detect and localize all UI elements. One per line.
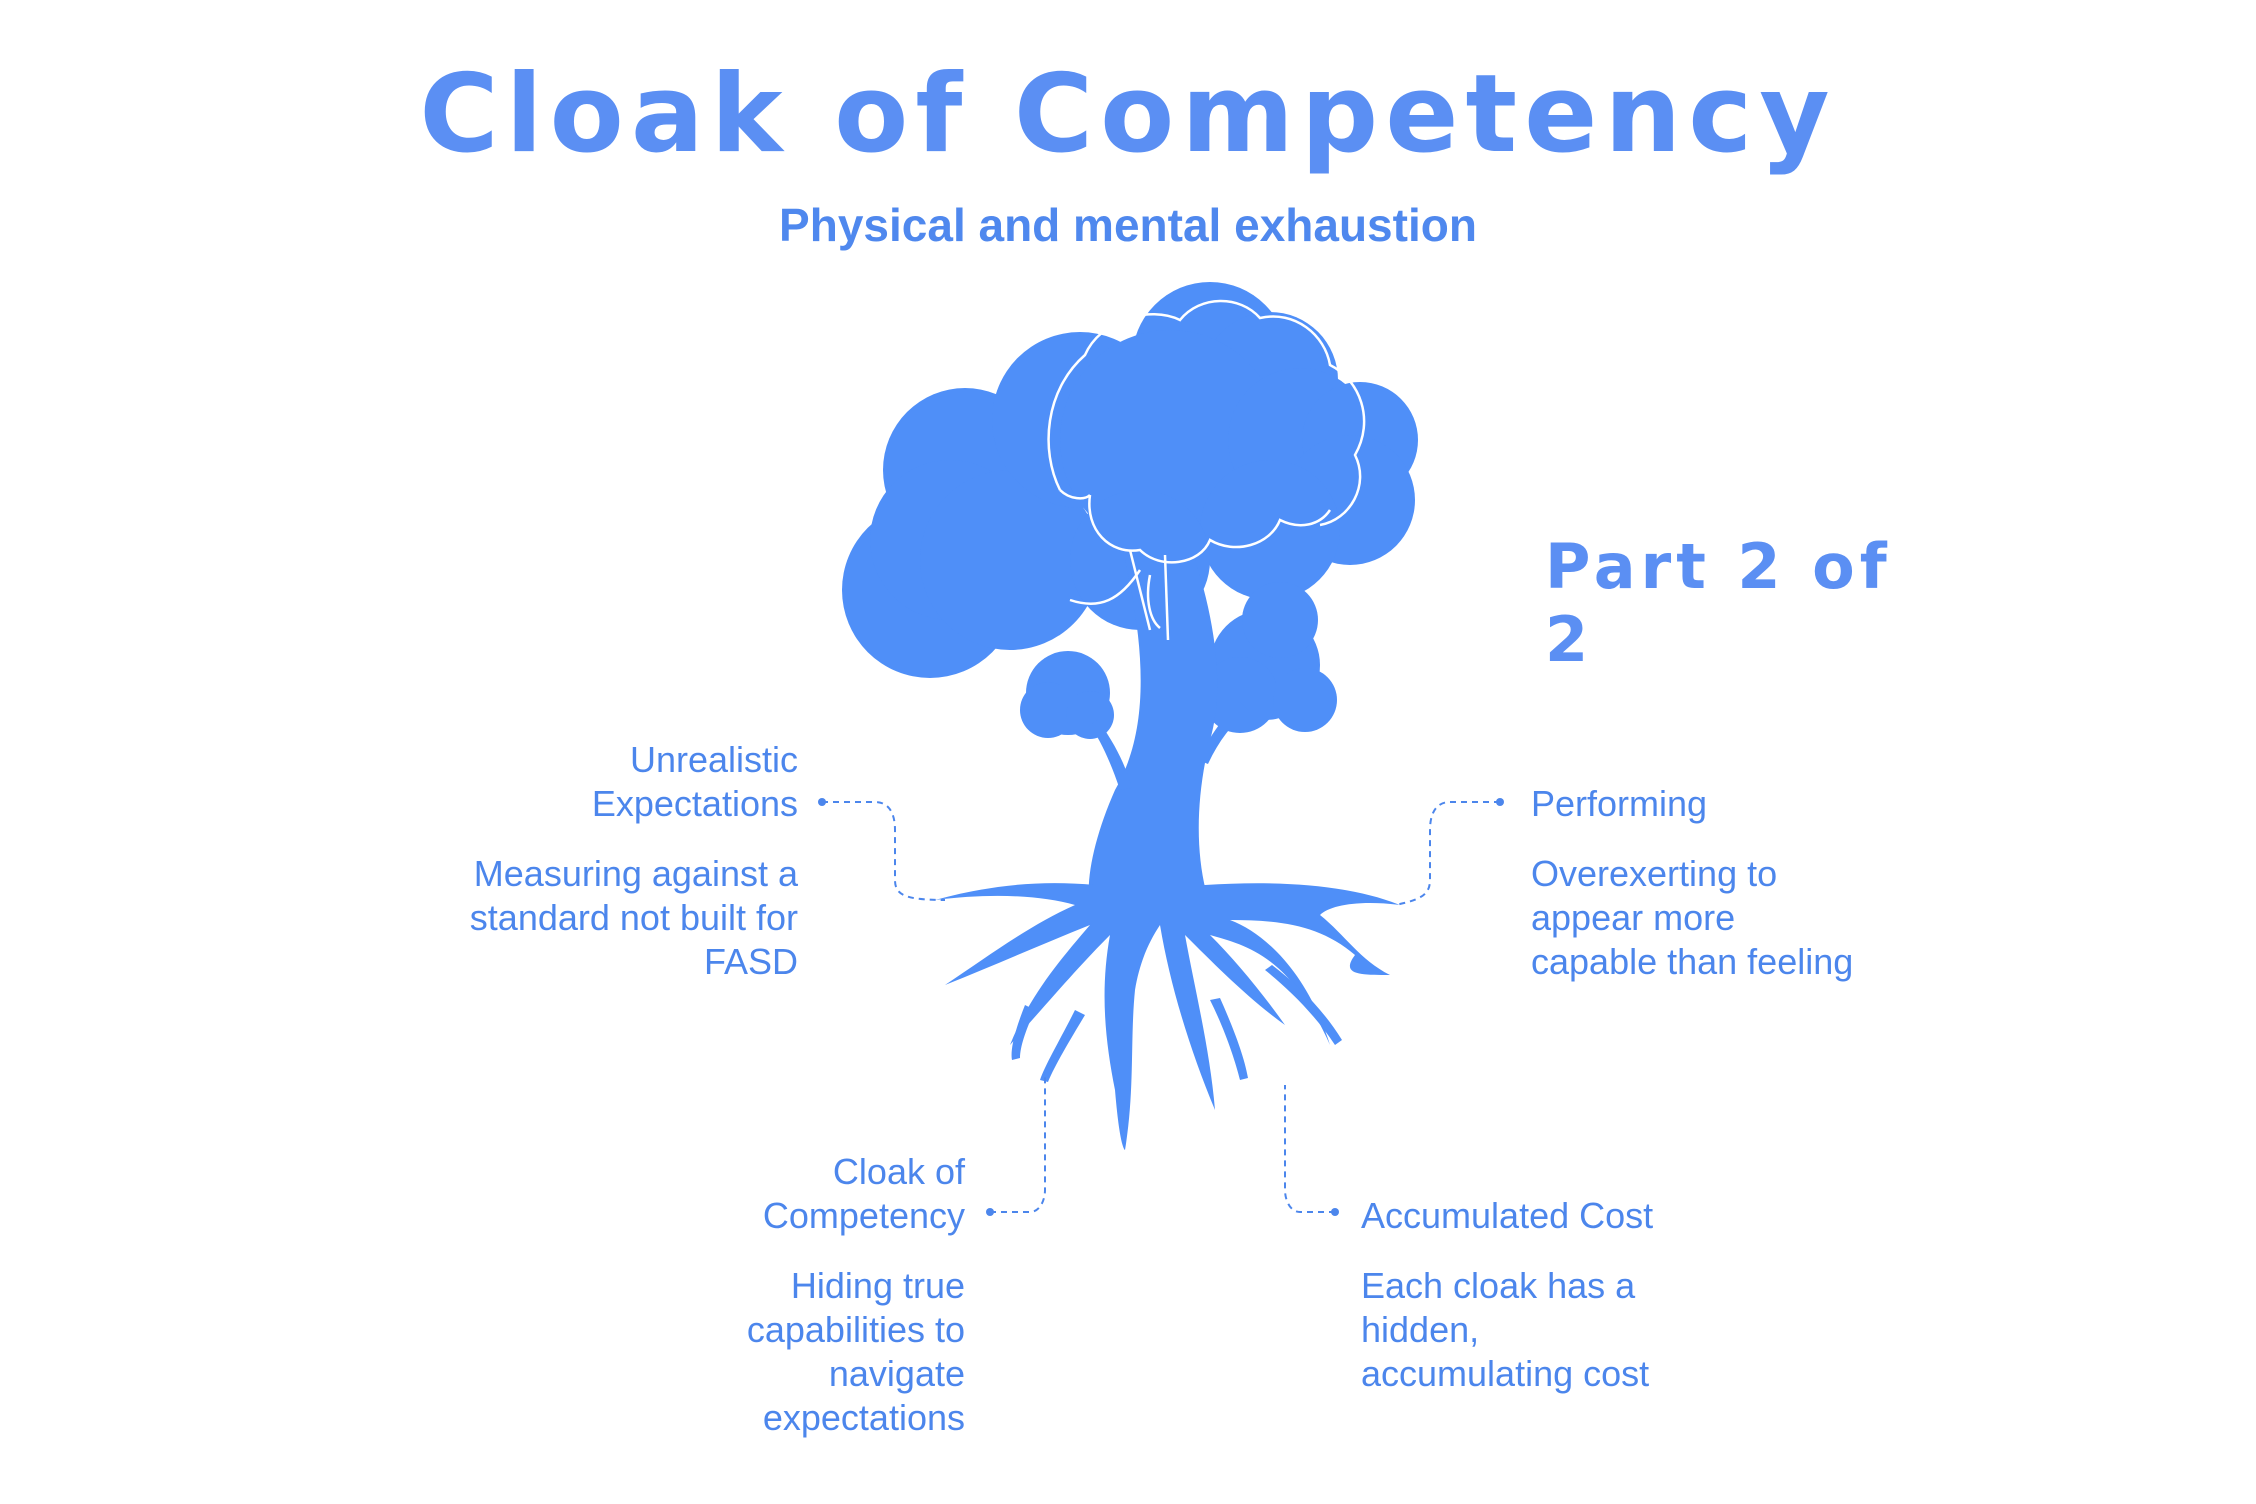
node-accumulated-description: Each cloak has a hidden, accumulating co… — [1361, 1265, 1650, 1394]
node-cloak-description: Hiding true capabilities to navigate exp… — [746, 1265, 965, 1438]
node-performing-heading: Performing — [1531, 783, 1708, 824]
connector-performing — [1394, 801, 1500, 906]
tree-trunk — [1088, 560, 1218, 905]
page-title: Cloak of Competency — [419, 52, 1837, 177]
foliage-center-bottom — [920, 470, 1100, 650]
part-label: Part 2 of 2 — [1545, 530, 1892, 676]
connector-dot-accumulated — [1331, 1208, 1339, 1216]
connector-dot-unrealistic — [818, 798, 826, 806]
foliage-right-bottom — [1200, 460, 1340, 600]
connector-dot-cloak — [986, 1208, 994, 1216]
connector-unrealistic — [822, 801, 946, 901]
node-unrealistic-heading: Unrealistic Expectations — [591, 739, 798, 824]
node-accumulated-heading: Accumulated Cost — [1361, 1195, 1654, 1236]
node-cloak-heading: Cloak of Competency — [762, 1151, 965, 1236]
node-unrealistic-description: Measuring against a standard not built f… — [469, 853, 798, 982]
page-subtitle: Physical and mental exhaustion — [779, 199, 1477, 251]
tree-roots — [935, 883, 1400, 1150]
connector-accumulated — [1284, 1085, 1335, 1213]
connector-cloak — [990, 1075, 1046, 1213]
connector-dot-performing — [1496, 798, 1504, 806]
node-performing-description: Overexerting to appear more capable than… — [1531, 853, 1854, 982]
